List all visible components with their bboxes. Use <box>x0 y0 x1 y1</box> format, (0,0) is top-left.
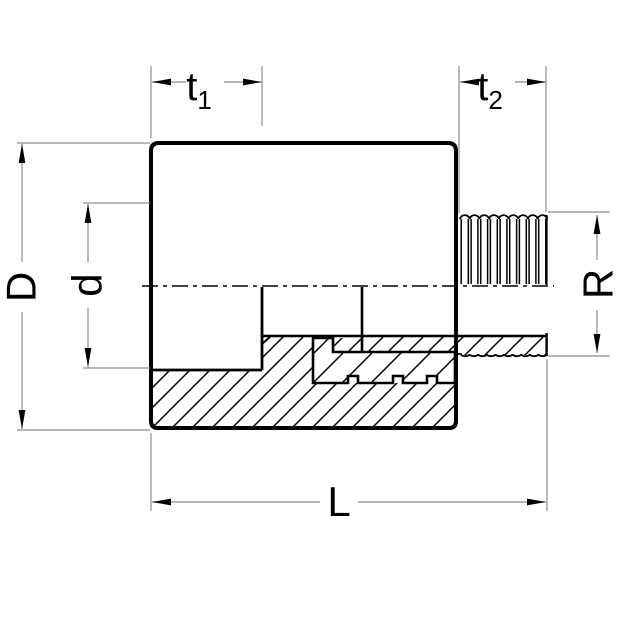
arrow-t1-left <box>152 78 171 86</box>
hatch-socket-wall <box>151 370 262 428</box>
dim-label-d: d <box>64 273 111 296</box>
dimensions: t1 t2 D d R L <box>0 60 620 525</box>
male-thread-view <box>459 214 549 285</box>
thread-flank-lines <box>460 219 547 284</box>
dim-label-t1-base: t <box>186 65 197 109</box>
arrow-d-down <box>84 348 92 367</box>
dim-label-t1: t1 <box>186 65 212 115</box>
arrow-L-right <box>527 498 546 506</box>
section-hatch-areas <box>151 336 547 428</box>
hatch-thread-wall <box>457 336 547 355</box>
dim-label-R: R <box>575 269 620 299</box>
hatch-mid-wall <box>262 336 313 428</box>
arrow-L-left <box>152 498 171 506</box>
bore-chamfer-edge <box>261 335 272 345</box>
dim-label-t2-sub: 2 <box>488 85 502 115</box>
arrow-d-up <box>84 204 92 223</box>
dim-label-t2-base: t <box>477 65 488 109</box>
arrow-D-down <box>18 410 26 429</box>
arrow-R-down <box>593 334 601 353</box>
hatch-insert-band <box>362 336 456 352</box>
dim-label-L: L <box>327 478 350 525</box>
dim-label-t1-sub: 1 <box>197 85 211 115</box>
arrow-t2-left <box>460 78 479 86</box>
arrow-t2-right <box>527 78 546 86</box>
thread-root-wavy-line <box>456 353 548 358</box>
arrow-t1-right <box>243 78 262 86</box>
arrow-R-up <box>593 215 601 234</box>
hatch-bottom-band <box>313 383 456 428</box>
thread-crest-line <box>459 214 549 220</box>
dim-label-D: D <box>0 272 45 302</box>
hatch-pocket-step <box>333 338 362 352</box>
dim-label-t2: t2 <box>477 65 503 115</box>
dimension-arrows <box>18 78 601 506</box>
label-backgrounds <box>4 60 616 524</box>
arrow-D-up <box>18 144 26 163</box>
